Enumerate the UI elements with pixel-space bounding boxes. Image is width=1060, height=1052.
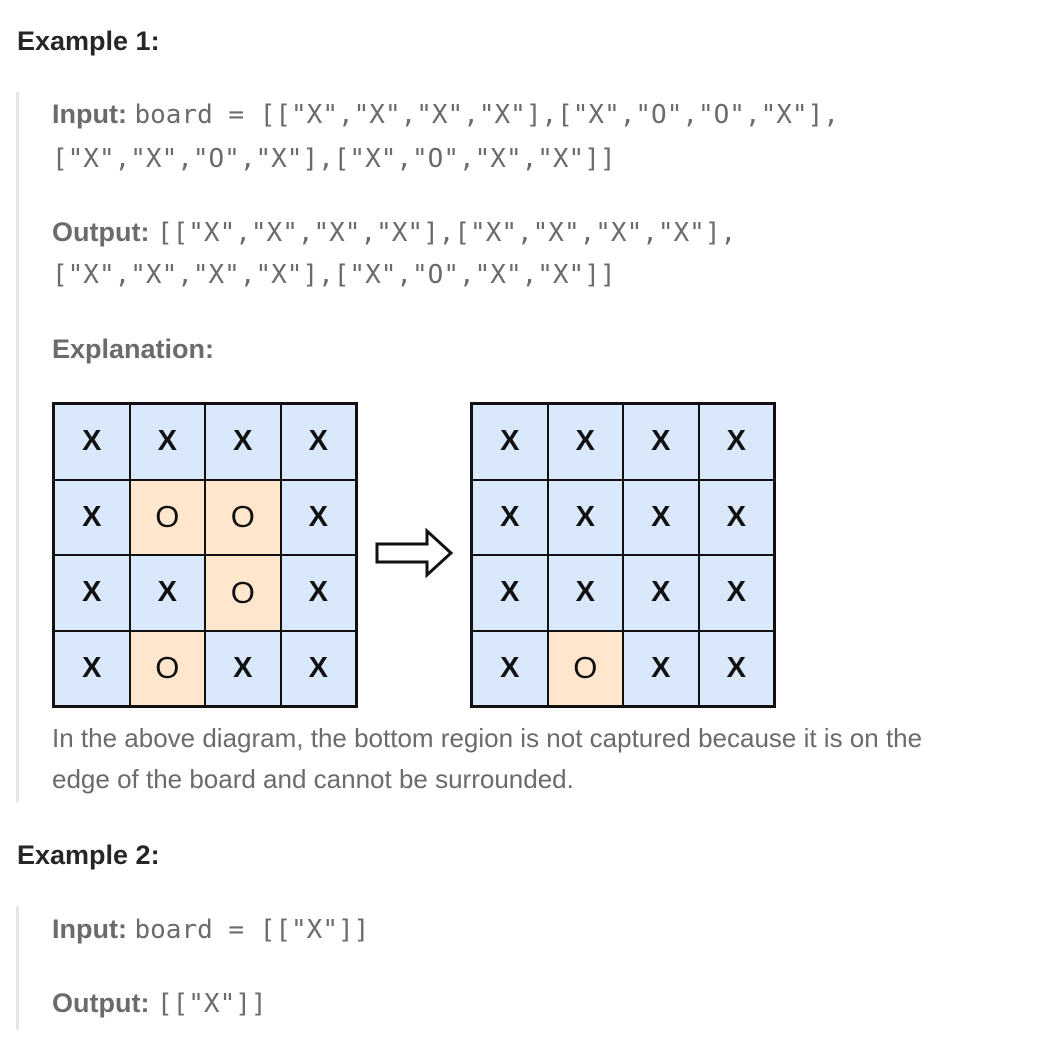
board-cell: X	[280, 479, 356, 555]
example-1-explanation-text-1: In the above diagram, the bottom region …	[52, 723, 923, 753]
input-value-line-2: ["X","X","O","X"],["X","O","X","X"]]	[52, 144, 616, 174]
input-value-line-1: board = [["X","X","X","X"],["X","O","O",…	[134, 100, 839, 130]
board-cell: O	[129, 479, 205, 555]
board-cell: X	[547, 404, 623, 480]
board-cell: X	[623, 630, 699, 706]
board-cell: X	[205, 630, 281, 706]
output-label: Output:	[52, 217, 150, 247]
input-label: Input:	[52, 99, 127, 129]
input-value: board = [["X"]]	[134, 915, 370, 945]
example-2-output-line: Output: [["X"]]	[52, 985, 267, 1022]
example-1-explanation-text-2: edge of the board and cannot be surround…	[52, 764, 574, 794]
board-cell: X	[129, 555, 205, 631]
board-cell: O	[205, 555, 281, 631]
board-cell: X	[472, 555, 548, 631]
example-1-heading: Example 1:	[17, 26, 160, 56]
board-cell: X	[280, 555, 356, 631]
board-cell: X	[54, 630, 130, 706]
output-value-line-1: [["X","X","X","X"],["X","X","X","X"],	[156, 218, 737, 248]
example-1-block	[16, 92, 19, 802]
input-label: Input:	[52, 914, 127, 944]
board-cell: X	[54, 404, 130, 480]
board-cell: O	[205, 479, 281, 555]
example-1-explanation-label: Explanation:	[52, 331, 214, 367]
example-1-output-line-2: ["X","X","X","X"],["X","O","X","X"]]	[52, 256, 616, 293]
board-cell: X	[547, 479, 623, 555]
board-cell: X	[54, 479, 130, 555]
output-value-line-2: ["X","X","X","X"],["X","O","X","X"]]	[52, 260, 616, 290]
board-cell: X	[472, 630, 548, 706]
board-cell: X	[623, 404, 699, 480]
example-2-block	[16, 906, 19, 1030]
board-cell: X	[698, 404, 774, 480]
board-cell: X	[698, 630, 774, 706]
board-cell: X	[698, 555, 774, 631]
example-1-input-line-2: ["X","X","O","X"],["X","O","X","X"]]	[52, 140, 616, 177]
right-arrow-icon	[375, 527, 454, 579]
example-1-output-line-1: Output: [["X","X","X","X"],["X","X","X",…	[52, 214, 736, 251]
board-cell: X	[280, 404, 356, 480]
board-cell: X	[280, 630, 356, 706]
board-cell: X	[698, 479, 774, 555]
example-2-input-line: Input: board = [["X"]]	[52, 911, 369, 948]
example-2-heading: Example 2:	[17, 840, 160, 870]
board-cell: X	[623, 555, 699, 631]
board-cell: X	[54, 555, 130, 631]
board-cell: X	[205, 404, 281, 480]
board-cell: X	[472, 404, 548, 480]
board-cell: X	[129, 404, 205, 480]
example-1-input-line-1: Input: board = [["X","X","X","X"],["X","…	[52, 96, 839, 133]
explanation-label: Explanation:	[52, 334, 215, 364]
board-cell: X	[547, 555, 623, 631]
board-cell: X	[623, 479, 699, 555]
output-value: [["X"]]	[156, 989, 267, 1019]
board-cell: X	[472, 479, 548, 555]
output-label: Output:	[52, 988, 150, 1018]
board-cell: O	[129, 630, 205, 706]
board-cell: O	[547, 630, 623, 706]
